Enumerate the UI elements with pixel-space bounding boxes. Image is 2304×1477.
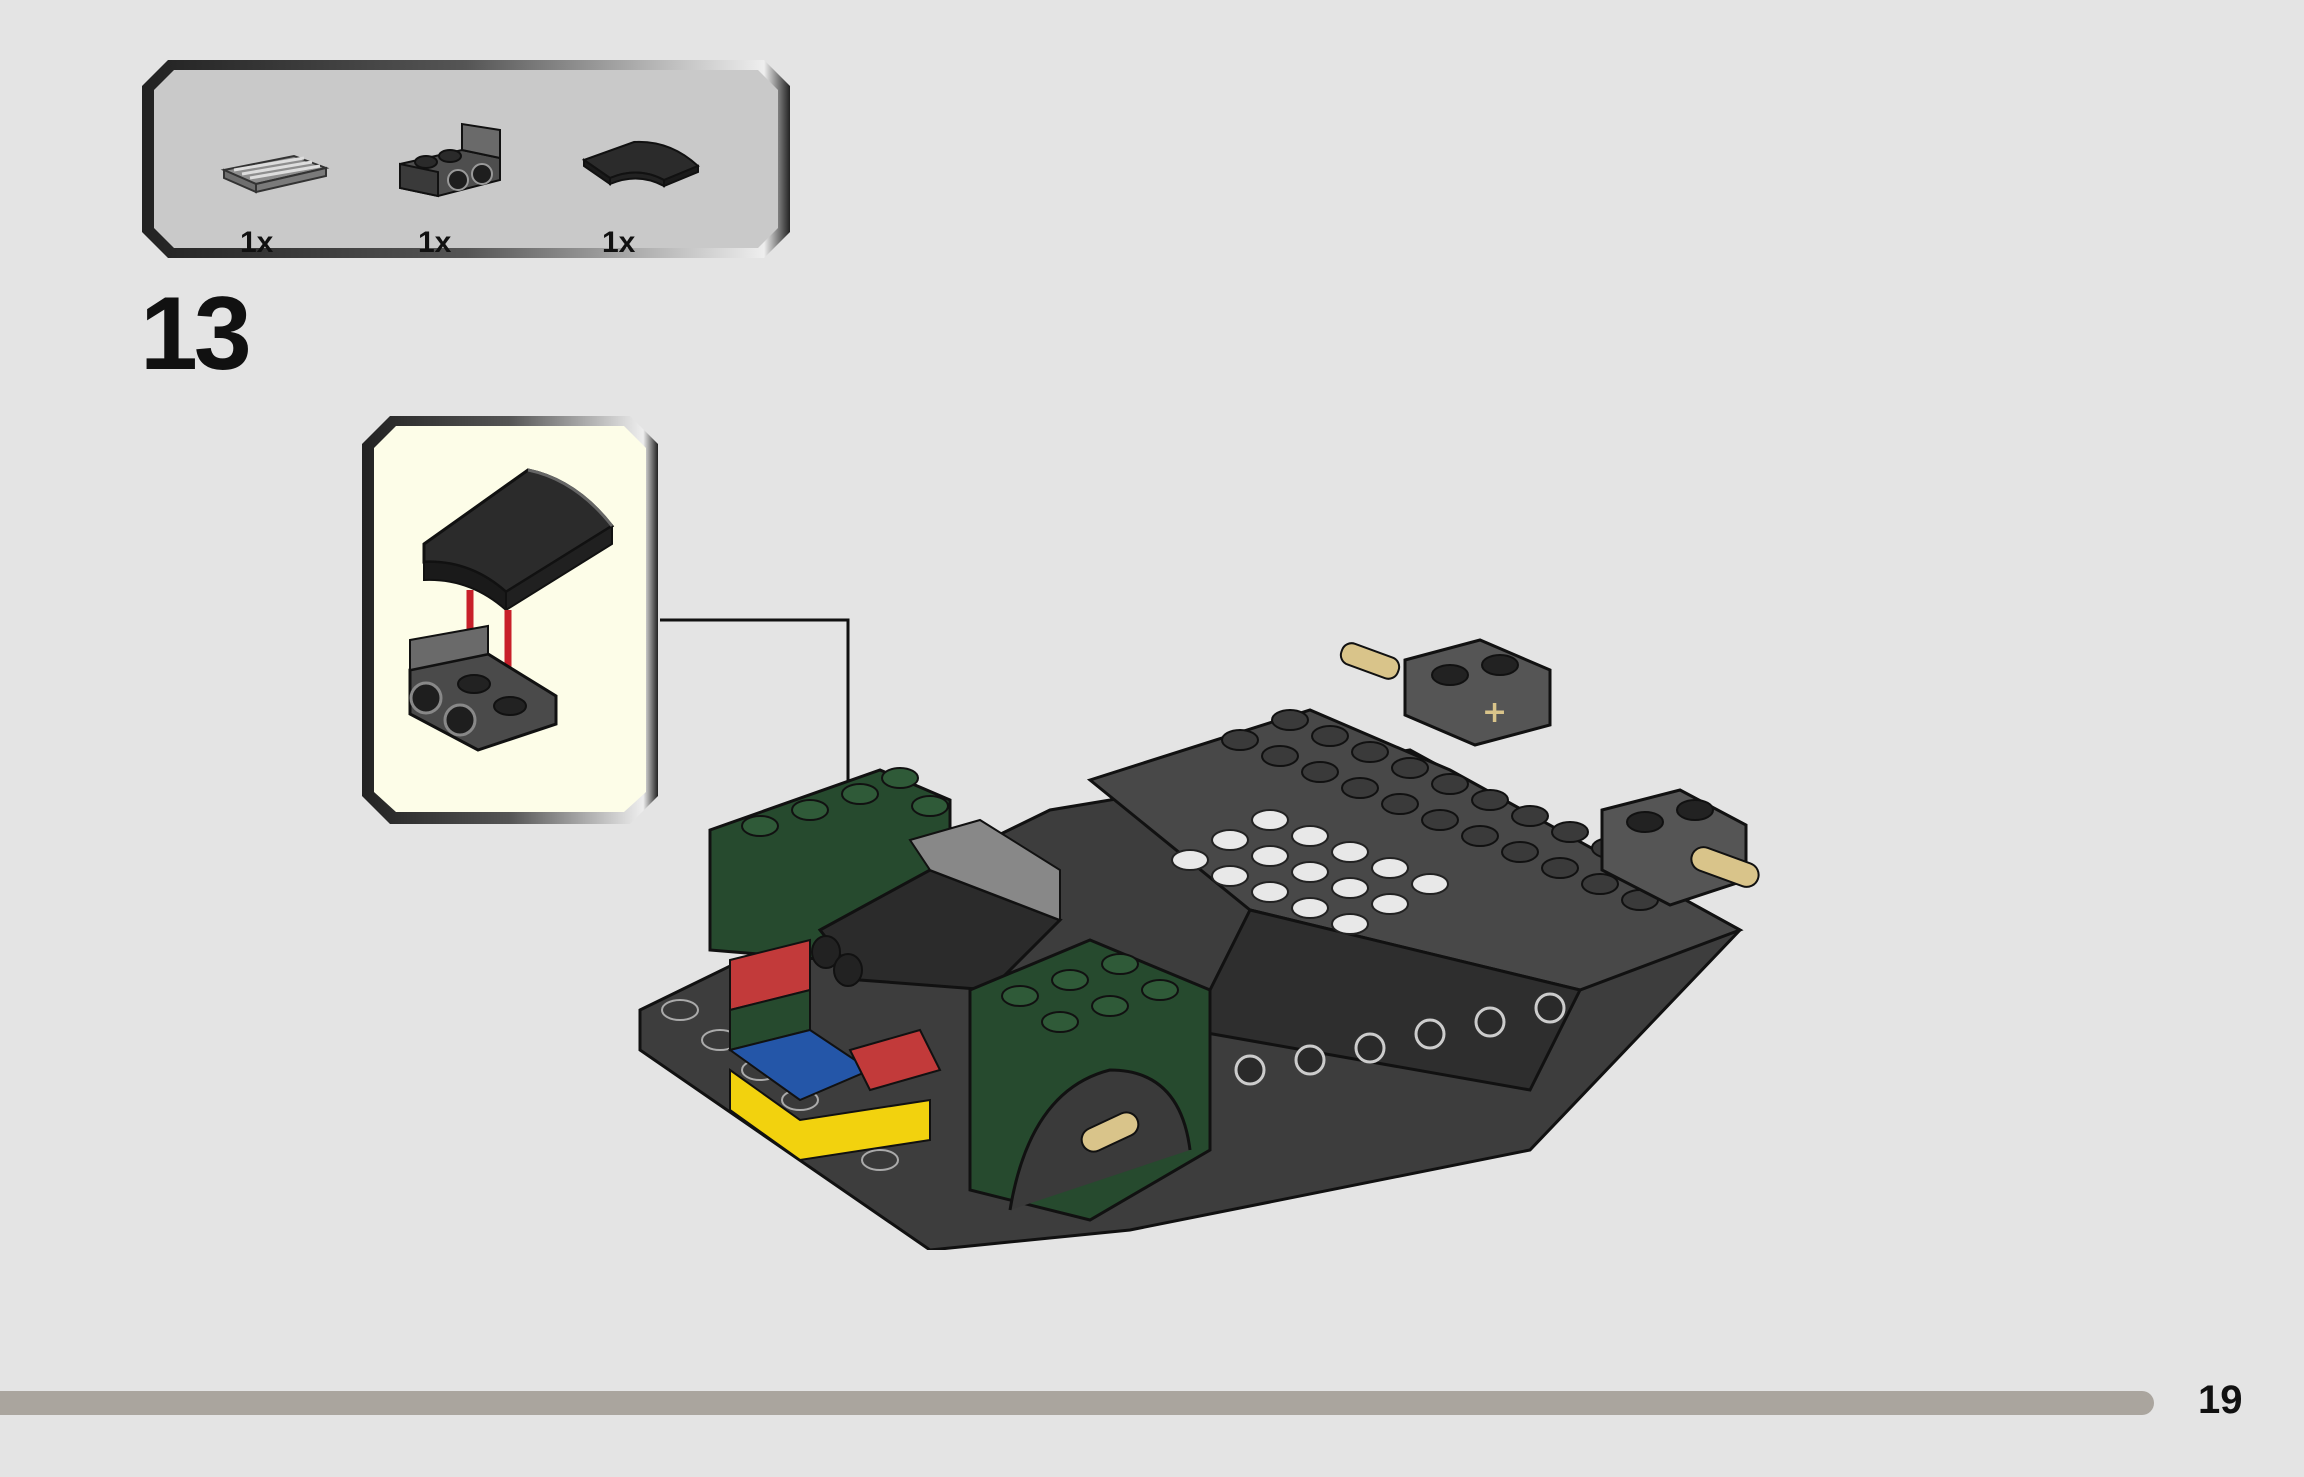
green-wheel-arch: [968, 938, 1212, 1222]
parts-list-box: 1x 1x 1x: [140, 58, 792, 260]
part-bracket-plate: 1x: [396, 100, 536, 259]
placed-curved-slope: [811, 818, 1063, 992]
step-number: 13: [140, 276, 252, 392]
tail-light-bricks: [727, 938, 942, 1162]
model-assembly-illustration: +: [638, 638, 1760, 1250]
callout-frame: [362, 416, 658, 824]
curved-slope-2x2-icon: [581, 140, 700, 188]
technic-holes: [1234, 992, 1566, 1086]
grille-tile-1x2-icon: [220, 154, 330, 194]
sub-assembly-callout: [360, 414, 660, 826]
curved-slope-2x2-icon: [422, 468, 615, 613]
progress-bar: [0, 1391, 2154, 1415]
rear-axle-bracket-side: [1600, 788, 1760, 907]
part-quantity: 1x: [240, 226, 274, 259]
part-quantity: 1x: [418, 226, 452, 259]
part-grille-tile: 1x: [218, 100, 358, 259]
rear-axle-bracket-top: +: [1339, 638, 1552, 747]
tray-studs: [1171, 809, 1449, 935]
part-quantity: 1x: [602, 226, 636, 259]
svg-text:+: +: [1482, 695, 1507, 730]
bracket-plate-1x2-icon: [408, 624, 558, 752]
part-curved-slope: 1x: [580, 100, 720, 259]
bracket-plate-1x2-icon: [399, 122, 501, 198]
page-number: 19: [2198, 1378, 2243, 1422]
